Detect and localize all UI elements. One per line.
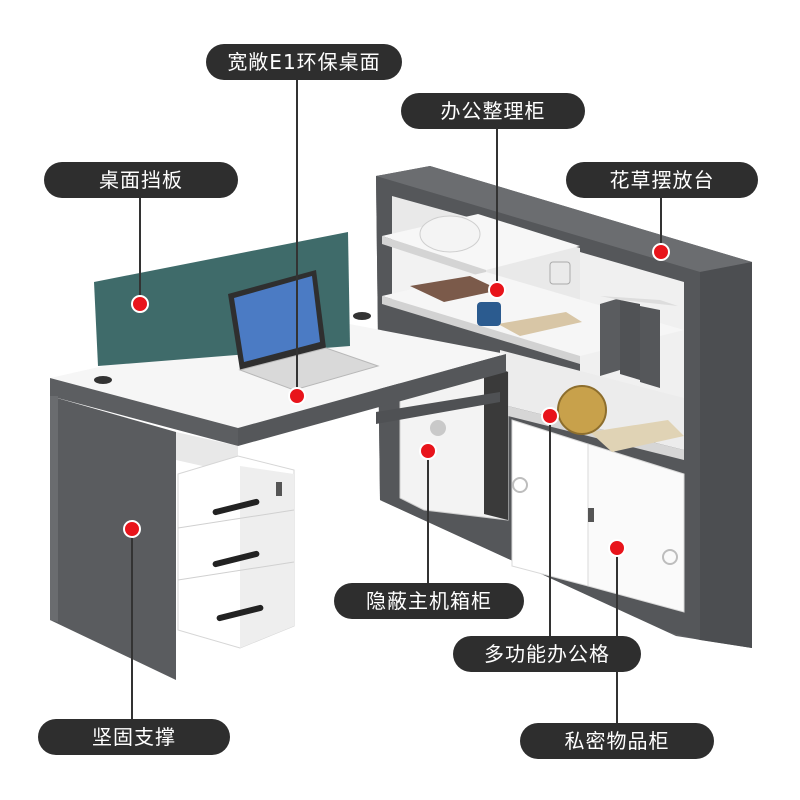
marker-host-cabinet [419, 442, 437, 460]
marker-modesty-panel [131, 295, 149, 313]
marker-support [123, 520, 141, 538]
marker-organizer [488, 281, 506, 299]
markers [123, 243, 670, 557]
callout-multi-compartment: 多功能办公格 [453, 636, 641, 672]
callout-modesty-panel: 桌面挡板 [44, 162, 238, 198]
laptop [228, 270, 380, 391]
file-folders [600, 296, 678, 388]
callout-desktop: 宽敞E1环保桌面 [206, 44, 402, 80]
marker-desktop [288, 387, 306, 405]
callout-plant-shelf: 花草摆放台 [566, 162, 758, 198]
callout-organizer: 办公整理柜 [401, 93, 585, 129]
callout-support: 坚固支撑 [38, 719, 230, 755]
callout-private-cabinet: 私密物品柜 [520, 723, 714, 759]
marker-private-cabinet [608, 539, 626, 557]
marker-plant-shelf [652, 243, 670, 261]
leader-lines [131, 80, 662, 723]
mobile-pedestal [177, 455, 295, 649]
callout-host-cabinet: 隐蔽主机箱柜 [334, 583, 524, 619]
desk [50, 232, 509, 680]
marker-multi-compartment [541, 407, 559, 425]
organizer-cabinet [376, 166, 752, 648]
